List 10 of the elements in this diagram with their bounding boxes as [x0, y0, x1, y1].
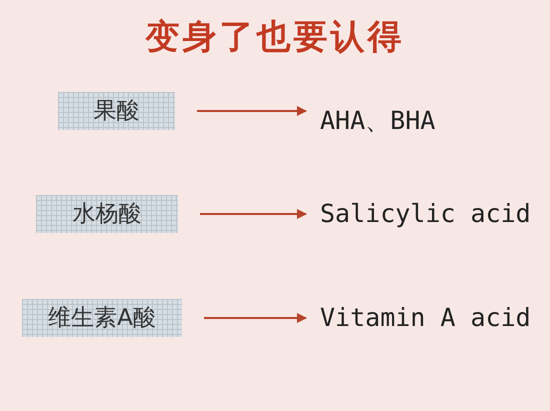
term-label: 水杨酸 — [36, 195, 178, 233]
title: 变身了也要认得 — [144, 16, 406, 59]
arrow — [197, 106, 307, 116]
translation-text: AHA、BHA — [320, 102, 436, 140]
translation-text: Salicylic acid — [320, 195, 531, 233]
arrow — [200, 209, 307, 219]
term-label: 维生素A酸 — [22, 299, 182, 337]
arrow — [204, 313, 307, 323]
term-label: 果酸 — [58, 92, 175, 130]
translation-text: Vitamin A acid — [320, 299, 531, 337]
